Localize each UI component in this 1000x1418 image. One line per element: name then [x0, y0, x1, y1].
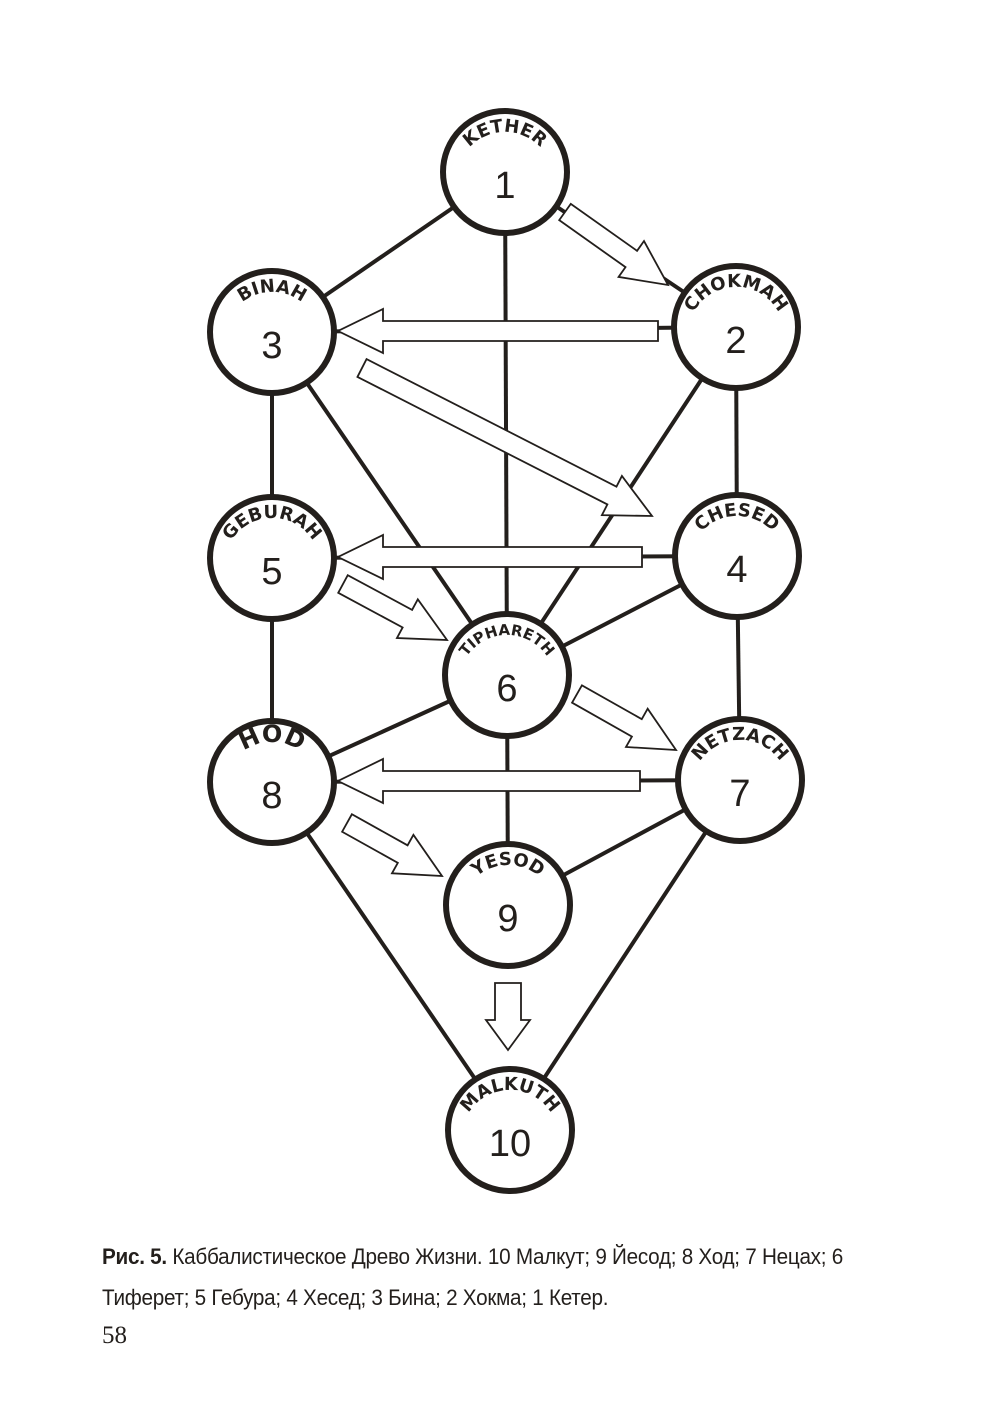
caption-text: Каббалистическое Древо Жизни. 10 Малкут;… — [102, 1244, 843, 1310]
flow-arrow-1-2 — [557, 202, 670, 287]
sephirah-circle — [675, 716, 805, 844]
flow-arrow-7-8 — [335, 757, 641, 805]
sephirah-number: 3 — [261, 325, 282, 367]
sephirah-circle — [443, 841, 573, 969]
sephirah-number: 8 — [261, 775, 282, 817]
sephirah-number: 1 — [494, 165, 515, 207]
flow-arrow-8-9 — [340, 813, 444, 877]
sephirah-circle — [207, 718, 337, 846]
flow-arrow-9-10 — [484, 982, 532, 1052]
flow-arrows-layer — [335, 202, 678, 1052]
sephirah-circle — [207, 268, 337, 396]
sephirah-circle — [442, 611, 572, 739]
flow-arrow-6-7 — [570, 684, 678, 752]
sephirah-number: 5 — [261, 551, 282, 593]
path-line-7-10 — [508, 778, 742, 1132]
sephirah-number: 4 — [726, 549, 747, 591]
sephirah-number: 7 — [729, 773, 750, 815]
sephirah-number: 9 — [497, 898, 518, 940]
sephirah-circle — [440, 108, 570, 236]
page-number: 58 — [102, 1322, 127, 1349]
path-line-8-10 — [270, 780, 512, 1132]
path-line-1-6 — [503, 171, 509, 676]
figure-caption: Рис. 5. Каббалистическое Древо Жизни. 10… — [102, 1236, 856, 1318]
sephirah-circle — [445, 1066, 575, 1194]
sephirah-number: 6 — [496, 668, 517, 710]
sephirah-circle — [671, 263, 801, 391]
path-line-3-6 — [270, 330, 509, 677]
flow-arrow-3-4 — [356, 357, 654, 517]
sephirah-circle — [672, 492, 802, 620]
sephirah-number: 2 — [725, 320, 746, 362]
sephirah-number: 10 — [489, 1123, 531, 1165]
sephirah-circle — [207, 494, 337, 622]
flow-arrow-5-6 — [337, 573, 449, 641]
caption-label: Рис. 5. — [102, 1244, 167, 1269]
flow-arrow-2-3 — [335, 307, 659, 355]
flow-arrow-4-5 — [335, 533, 643, 581]
